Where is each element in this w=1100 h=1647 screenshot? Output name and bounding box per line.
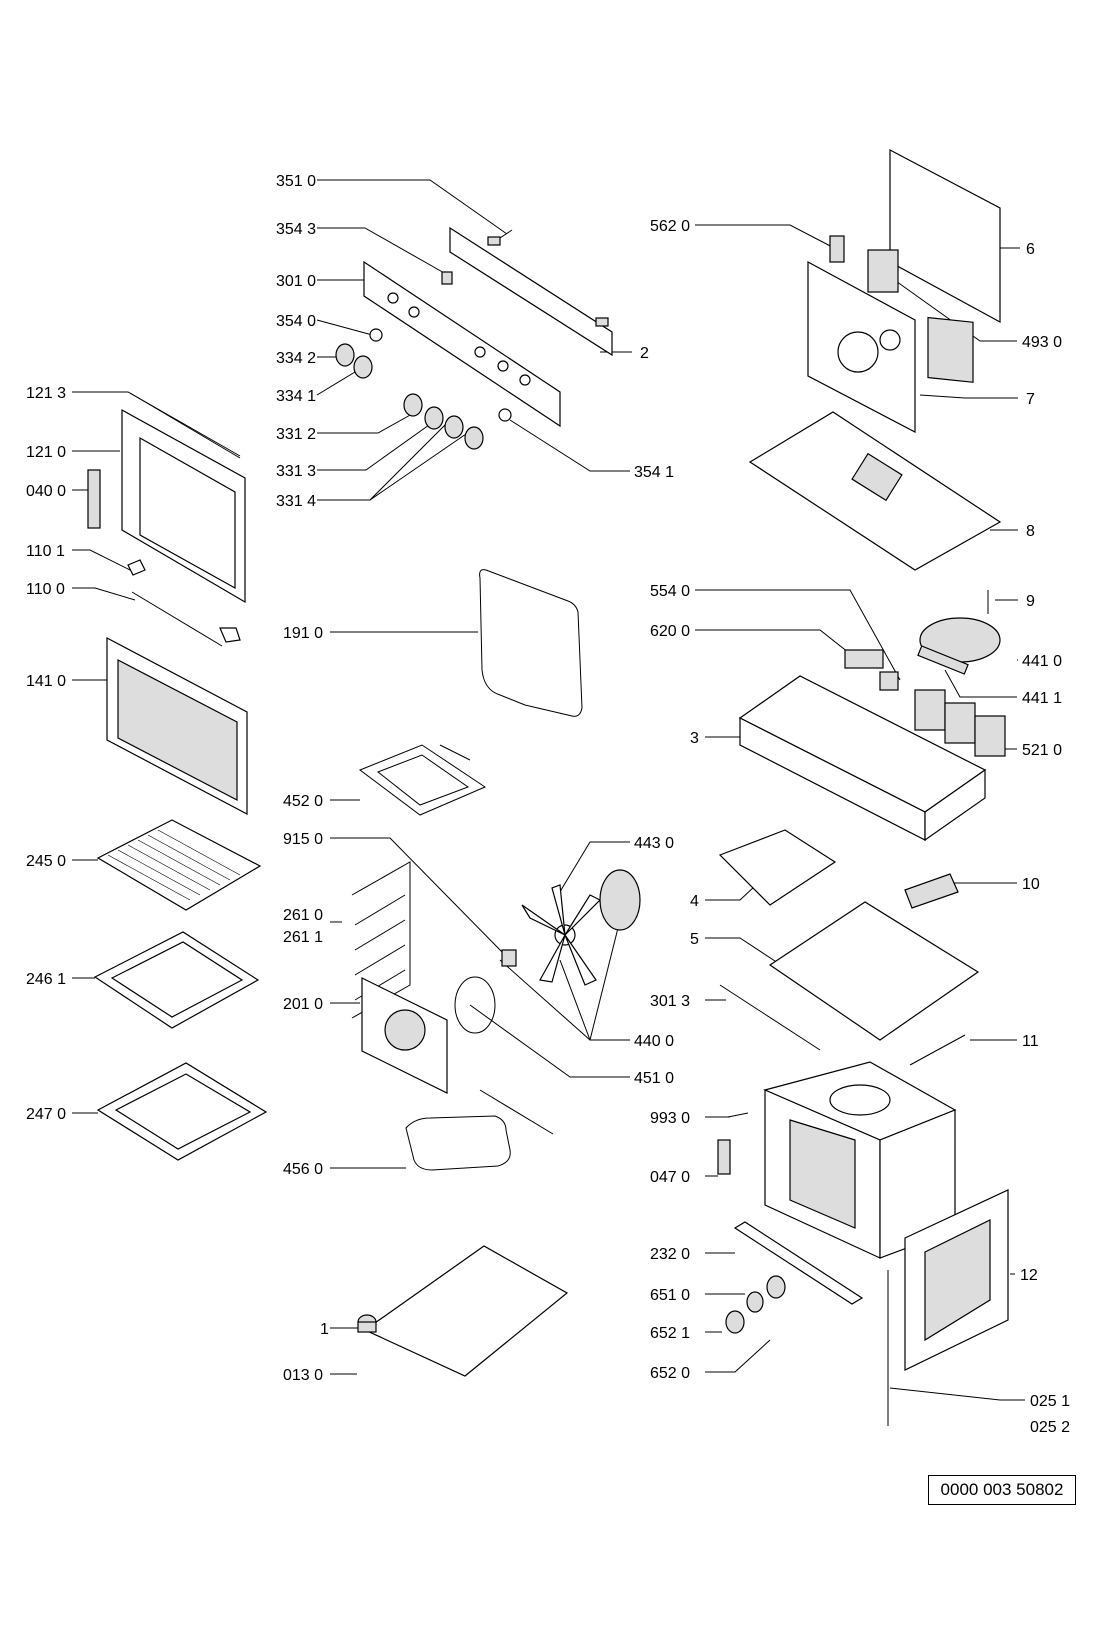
- label-620-0: 620 0: [650, 623, 690, 640]
- control-bracket: [449, 226, 613, 357]
- label-261-0: 261 0: [283, 907, 323, 924]
- front-bar: [733, 1221, 864, 1305]
- label-025-2: 025 2: [1030, 1419, 1070, 1436]
- label-261-1: 261 1: [283, 929, 323, 946]
- label-4: 4: [690, 893, 699, 910]
- label-040-0: 040 0: [26, 483, 66, 500]
- grill-element: [358, 744, 487, 816]
- label-7: 7: [1026, 391, 1035, 408]
- label-441-0: 441 0: [1022, 653, 1062, 670]
- label-013-0: 013 0: [283, 1367, 323, 1384]
- label-10: 10: [1022, 876, 1040, 893]
- label-456-0: 456 0: [283, 1161, 323, 1178]
- label-191-0: 191 0: [283, 625, 323, 642]
- oven-cavity: [763, 1061, 957, 1259]
- label-443-0: 443 0: [634, 835, 674, 852]
- bracket-tab: [487, 236, 501, 246]
- label-232-0: 232 0: [650, 1246, 690, 1263]
- label-354-3: 354 3: [276, 221, 316, 238]
- label-110-1: 110 1: [26, 543, 65, 560]
- label-12: 12: [1020, 1267, 1038, 1284]
- label-334-1: 334 1: [276, 388, 316, 405]
- label-201-0: 201 0: [283, 996, 323, 1013]
- label-246-1: 246 1: [26, 971, 66, 988]
- label-110-0: 110 0: [26, 581, 65, 598]
- label-8: 8: [1026, 523, 1035, 540]
- label-331-3: 331 3: [276, 463, 316, 480]
- label-141-0: 141 0: [26, 673, 66, 690]
- bottom-element: [405, 1115, 511, 1171]
- label-915-0: 915 0: [283, 831, 323, 848]
- label-452-0: 452 0: [283, 793, 323, 810]
- label-651-0: 651 0: [650, 1287, 690, 1304]
- label-301-3: 301 3: [650, 993, 690, 1010]
- label-521-0: 521 0: [1022, 742, 1062, 759]
- label-652-1: 652 1: [650, 1325, 690, 1342]
- fan-motor: [599, 869, 641, 931]
- fan-blade: [521, 884, 602, 986]
- door-gasket: [479, 569, 583, 717]
- label-9: 9: [1026, 593, 1035, 610]
- label-652-0: 652 0: [650, 1365, 690, 1382]
- label-451-0: 451 0: [634, 1070, 674, 1087]
- label-025-1: 025 1: [1030, 1393, 1070, 1410]
- wire-rack: [96, 819, 262, 911]
- label-354-0: 354 0: [276, 313, 316, 330]
- label-331-2: 331 2: [276, 426, 316, 443]
- label-351-0: 351 0: [276, 173, 316, 190]
- label-440-0: 440 0: [634, 1033, 674, 1050]
- parts: [87, 149, 1009, 1426]
- label-5: 5: [690, 931, 699, 948]
- label-121-0: 121 0: [26, 444, 66, 461]
- part-labels: 351 0 354 3 301 0 354 0 334 2 334 1 331 …: [26, 173, 1070, 1436]
- label-3: 3: [690, 730, 699, 747]
- bottom-plate: [363, 1245, 569, 1377]
- label-047-0: 047 0: [650, 1169, 690, 1186]
- document-reference-number: 0000 003 50802: [928, 1475, 1076, 1505]
- label-331-4: 331 4: [276, 493, 316, 510]
- label-6: 6: [1026, 241, 1035, 258]
- label-247-0: 247 0: [26, 1106, 66, 1123]
- label-493-0: 493 0: [1022, 334, 1062, 351]
- label-441-1: 441 1: [1022, 690, 1062, 707]
- label-334-2: 334 2: [276, 350, 316, 367]
- label-121-3: 121 3: [26, 385, 66, 402]
- label-562-0: 562 0: [650, 218, 690, 235]
- label-1: 1: [320, 1321, 329, 1338]
- heat-shield: [718, 829, 837, 906]
- control-panel: [363, 260, 561, 428]
- label-554-0: 554 0: [650, 583, 690, 600]
- label-993-0: 993 0: [650, 1110, 690, 1127]
- label-354-1: 354 1: [634, 464, 674, 481]
- label-301-0: 301 0: [276, 273, 316, 290]
- label-245-0: 245 0: [26, 853, 66, 870]
- mid-plate: [768, 901, 980, 1041]
- label-2: 2: [640, 345, 649, 362]
- back-panel: [889, 149, 1001, 324]
- label-11: 11: [1022, 1033, 1039, 1050]
